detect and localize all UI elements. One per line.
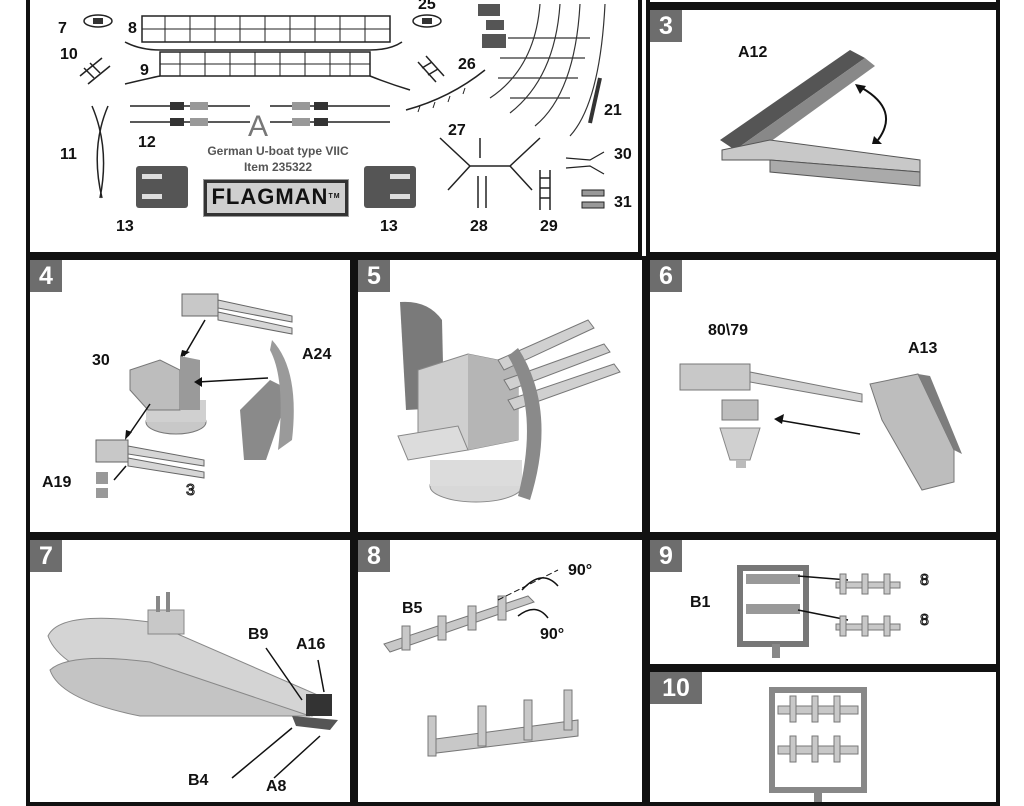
brand-tm: TM [328,193,341,200]
brand-logo: FLAGMANTM [203,179,349,217]
fret-label-26: 26 [458,56,476,73]
step-6-drawing [679,363,962,491]
step-9-label-8-top: 8 [920,572,930,590]
step-7-drawing [47,592,338,779]
kit-title: German U-boat type VIIC [207,144,349,158]
step-9-drawing [737,565,901,658]
step-9-label-8-bottom: 8 [920,612,930,630]
step-10-badge: 10 [650,672,702,704]
fret-drawing [79,3,606,210]
step-4-badge: 4 [30,260,62,292]
fret-panel: 7 8 25 26 10 9 21 12 11 27 30 31 13 13 2… [26,0,642,256]
top-strip-panel [646,0,1000,6]
fret-label-25: 25 [418,0,436,13]
step-8-drawing [383,569,579,757]
fret-label-11: 11 [60,146,77,163]
step-6-badge: 6 [650,260,682,292]
step-4-drawing [95,293,294,498]
step-7-label-b9: B9 [248,626,269,643]
step-7-label-a16: A16 [296,636,326,653]
fret-label-12: 12 [138,134,156,151]
fret-letter: A [248,110,269,143]
step-10-drawing [769,687,867,802]
step-9-label-b1: B1 [690,594,711,611]
brand-name: FLAGMAN [211,184,329,209]
fret-label-21: 21 [604,102,622,119]
step-7-label-b4: B4 [188,772,209,789]
step-4-panel: 4 30 A24 A19 3 [26,256,354,536]
kit-item-number: Item 235322 [243,160,313,174]
step-10-panel: 10 [646,668,1000,806]
step-3-label-a12: A12 [738,44,768,61]
step-5-badge: 5 [358,260,390,292]
fret-label-9: 9 [140,62,149,79]
step-3-badge: 3 [650,10,682,42]
step-8-label-90-bottom: 90° [540,626,565,643]
fret-label-30: 30 [614,146,632,163]
step-4-label-a24: A24 [302,346,332,363]
fret-label-31: 31 [614,194,632,211]
fret-label-10: 10 [60,46,78,63]
step-9-badge: 9 [650,540,682,572]
step-5-drawing [397,301,621,503]
step-8-panel: 8 B5 90° 90° [354,536,646,806]
fret-label-13-left: 13 [116,218,134,235]
fret-label-27: 27 [448,122,466,139]
step-7-badge: 7 [30,540,62,572]
step-4-label-30: 30 [92,352,110,369]
step-4-label-a19: A19 [42,474,72,491]
fret-label-29: 29 [540,218,558,235]
fret-label-7: 7 [58,20,67,37]
step-8-label-b5: B5 [402,600,423,617]
fret-label-8: 8 [128,20,137,37]
step-7-label-a8: A8 [266,778,287,795]
step-6-panel: 6 80\79 A13 [646,256,1000,536]
step-8-badge: 8 [358,540,390,572]
step-5-panel: 5 [354,256,646,536]
fret-label-13-right: 13 [380,218,398,235]
step-3-panel: 3 A12 [646,6,1000,256]
step-8-label-90-top: 90° [568,562,593,579]
step-6-label-a13: A13 [908,340,938,357]
step-4-label-3: 3 [186,482,196,500]
step-9-panel: 9 B1 8 8 [646,536,1000,668]
step-3-drawing [720,50,921,187]
fret-label-28: 28 [470,218,488,235]
step-6-label-80-79: 80\79 [708,322,749,339]
step-7-panel: 7 B9 A16 B4 A8 [26,536,354,806]
